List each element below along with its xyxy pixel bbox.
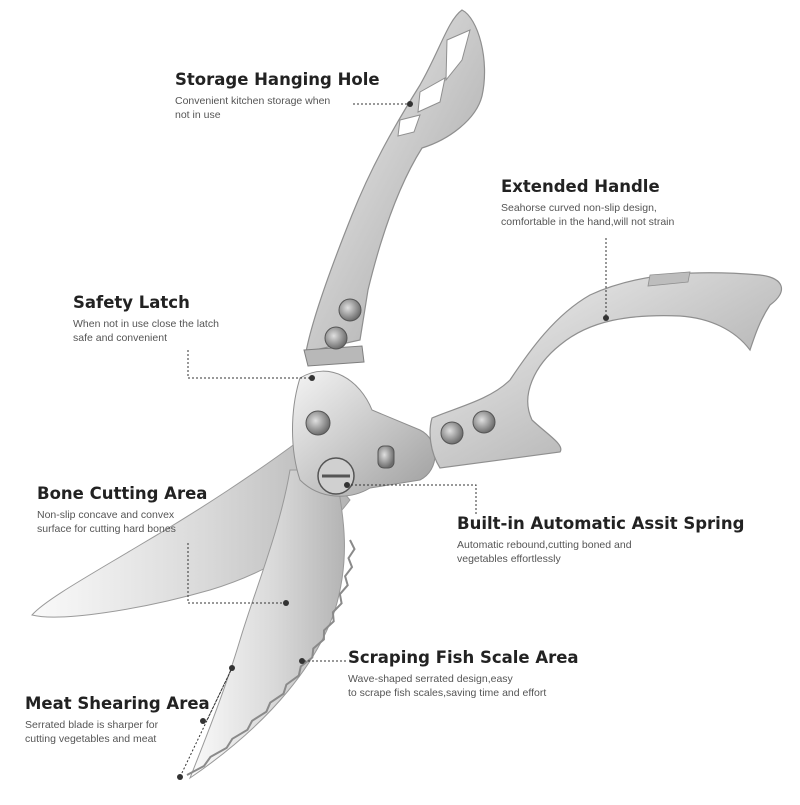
leader-bone: [187, 543, 286, 604]
callout-scraping-fish-scale-area: Scraping Fish Scale Area Wave-shaped ser…: [348, 648, 579, 700]
hanging-hole-2: [417, 77, 446, 113]
spring-pin-icon: [377, 445, 395, 469]
callout-title: Meat Shearing Area: [25, 694, 210, 713]
rivet-icon: [324, 326, 348, 350]
callout-title: Scraping Fish Scale Area: [348, 648, 579, 667]
callout-description: Non-slip concave and convex surface for …: [37, 509, 176, 535]
callout-description: Automatic rebound,cutting boned and vege…: [457, 539, 632, 565]
rivet-icon: [440, 421, 464, 445]
callout-storage-hanging-hole: Storage Hanging Hole Convenient kitchen …: [175, 70, 380, 122]
leader-dots: [177, 101, 609, 780]
hanging-hole-1: [445, 29, 471, 82]
callout-description: Seahorse curved non-slip design, comfort…: [501, 202, 675, 228]
serrated-blade: [188, 469, 345, 780]
callout-description: Wave-shaped serrated design,easy to scra…: [348, 673, 547, 699]
callout-meat-shearing-area: Meat Shearing Area Serrated blade is sha…: [25, 694, 210, 746]
callout-title: Safety Latch: [73, 293, 190, 312]
callout-extended-handle: Extended Handle Seahorse curved non-slip…: [501, 177, 674, 229]
handle-hook: [647, 271, 691, 287]
callout-safety-latch: Safety Latch When not in use close the l…: [73, 293, 219, 345]
callout-title: Extended Handle: [501, 177, 660, 196]
rivet-icon: [338, 298, 362, 322]
callout-bone-cutting-area: Bone Cutting Area Non-slip concave and c…: [37, 484, 207, 536]
callout-title: Built-in Automatic Assit Spring: [457, 514, 745, 533]
hanging-hole-3: [397, 114, 421, 137]
callout-description: Convenient kitchen storage when not in u…: [175, 95, 331, 121]
callout-title: Storage Hanging Hole: [175, 70, 380, 89]
serrated-edge: [186, 539, 356, 776]
pivot-bolt-icon: [305, 410, 331, 436]
callout-description: Serrated blade is sharper for cutting ve…: [25, 719, 159, 745]
rivet-icon: [472, 410, 496, 434]
leader-spring: [347, 484, 477, 514]
leader-latch: [187, 350, 312, 379]
callout-automatic-assist-spring: Built-in Automatic Assit Spring Automati…: [457, 514, 744, 566]
callout-title: Bone Cutting Area: [37, 484, 208, 503]
extended-handle: [429, 272, 782, 469]
callout-description: When not in use close the latch safe and…: [73, 318, 219, 344]
